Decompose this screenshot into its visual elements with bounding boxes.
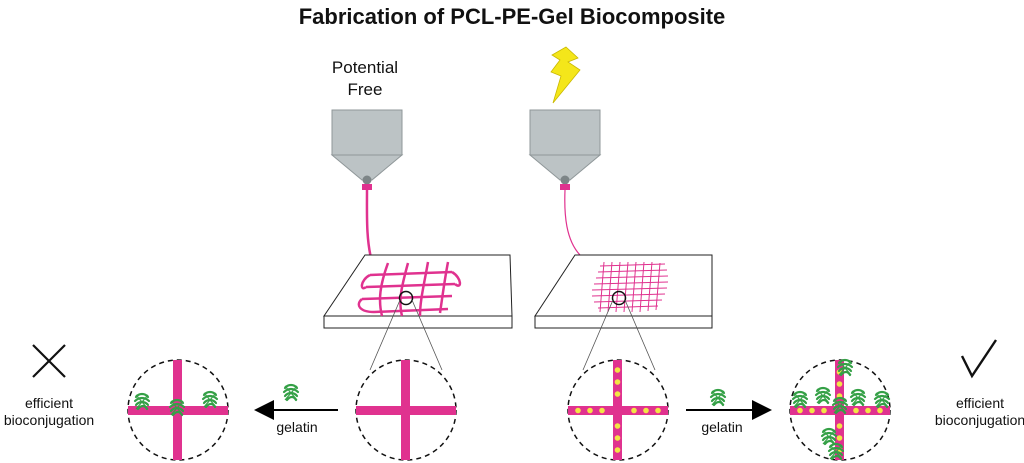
left-zoom-lines bbox=[369, 299, 443, 371]
gelatin-icon bbox=[282, 383, 300, 402]
right-result-line1: efficient bbox=[956, 395, 1004, 411]
lightning-bolt-icon bbox=[550, 46, 581, 104]
checkmark-icon bbox=[960, 339, 997, 379]
right-zoom-circle bbox=[611, 290, 627, 306]
right-gelatin-label: gelatin bbox=[701, 419, 742, 435]
left-gelatin-label: gelatin bbox=[276, 419, 317, 435]
right-fine-mesh bbox=[591, 261, 669, 313]
right-zoom-view bbox=[567, 359, 669, 461]
right-nozzle bbox=[528, 109, 602, 190]
free-label: Free bbox=[348, 80, 383, 99]
left-result-line2: bioconjugation bbox=[4, 412, 94, 428]
left-zoom-circle bbox=[398, 290, 414, 306]
left-result-view bbox=[127, 359, 229, 461]
gelatin-icon bbox=[709, 388, 727, 407]
right-gelatin-arrow: gelatin bbox=[686, 388, 772, 435]
right-result-line2: bioconjugation bbox=[935, 412, 1024, 428]
left-gelatin-arrow: gelatin bbox=[254, 383, 338, 435]
left-nozzle bbox=[330, 109, 404, 190]
right-zoom-lines bbox=[582, 299, 656, 371]
left-label: Potential Free bbox=[332, 58, 398, 99]
left-coarse-mesh bbox=[357, 261, 462, 317]
diagram-title: Fabrication of PCL-PE-Gel Biocomposite bbox=[299, 4, 726, 29]
right-result-view bbox=[789, 358, 891, 461]
left-result-line1: efficient bbox=[25, 395, 73, 411]
cross-icon bbox=[32, 344, 66, 378]
potential-label: Potential bbox=[332, 58, 398, 77]
left-zoom-view bbox=[355, 359, 457, 461]
